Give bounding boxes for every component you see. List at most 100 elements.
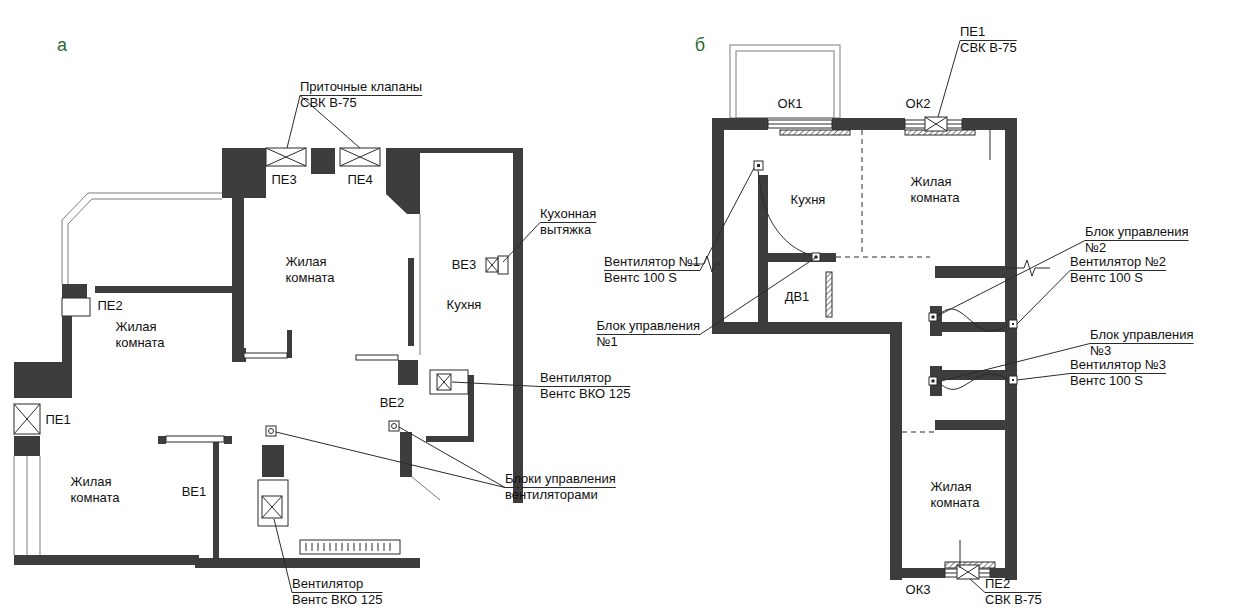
wall [62, 284, 87, 298]
label-line: Жилая [285, 254, 334, 270]
break-line [1005, 260, 1050, 276]
wall [195, 558, 420, 568]
label-line: б [695, 34, 705, 56]
callout-label: Блок управления №1 [596, 318, 700, 350]
balcony-line [27, 456, 28, 555]
label-line: СВК В-75 [960, 40, 1017, 56]
room-label: Жилая комната [285, 254, 334, 286]
label-line: ВЕ2 [380, 395, 405, 411]
wall [14, 362, 72, 398]
label-line: Кухня [791, 192, 826, 208]
wall [935, 370, 1005, 380]
room-label: Кухня [447, 297, 482, 313]
control-wire [758, 170, 816, 257]
leader-line [700, 258, 815, 335]
wall [400, 432, 412, 477]
fan-symbol-cross [262, 496, 282, 518]
fan-symbol [486, 258, 498, 272]
callout-label: Кухонная вытяжка [540, 206, 596, 238]
fan-symbol-cross [437, 374, 451, 390]
break-line [690, 130, 1050, 568]
room-divider [862, 130, 863, 253]
balcony-line [420, 214, 421, 355]
fan-symbol [754, 161, 763, 170]
leader-line [503, 223, 540, 263]
valve-symbol [340, 148, 380, 166]
control-unit [929, 313, 937, 321]
label-line: Жилая [115, 319, 164, 335]
wall-outline [244, 353, 287, 358]
label-line: Кухня [447, 297, 482, 313]
wall [232, 148, 244, 360]
label-line: №3 [1090, 343, 1194, 359]
sill-hatch [780, 130, 995, 568]
balcony-outline [736, 51, 834, 118]
callout-label: Блоки управления вентиляторами [505, 471, 616, 503]
label-line: ПЕ1 [960, 24, 1017, 40]
radiator-rib [306, 543, 307, 551]
fan-symbol-cross [262, 496, 282, 518]
radiator-rib [336, 543, 337, 551]
label-line: Жилая [70, 474, 119, 490]
label-line: Жилая [910, 174, 959, 190]
balcony-line [40, 456, 41, 555]
room-label: Жилая комната [930, 479, 979, 511]
label-line: ДВ1 [785, 289, 810, 305]
wall-outline [258, 480, 288, 526]
duct-tag: ВЕ3 [452, 257, 477, 273]
window-tag: ОК2 [906, 96, 931, 112]
wall [14, 555, 199, 565]
label-line: Блок управления [1090, 327, 1194, 343]
valve-tag: ПЕ4 [347, 172, 372, 188]
wall [890, 334, 902, 580]
balcony-outline [730, 45, 840, 118]
label-line: Вентс 100 S [604, 270, 700, 286]
wall-corner [386, 148, 420, 214]
label-line: ПЕ3 [271, 172, 296, 188]
room-label: Кухня [791, 192, 826, 208]
control-dot [814, 255, 935, 383]
window-frame [768, 120, 990, 577]
leader-line [452, 382, 540, 387]
label-line: Блоки управления [505, 471, 616, 487]
label-line: ОК3 [906, 582, 931, 598]
label-line: комната [910, 190, 959, 206]
callout-label: Вентилятор №2 Вентс 100 S [1070, 254, 1166, 286]
label-line: ПЕ4 [347, 172, 372, 188]
wall-outline [166, 436, 224, 442]
window-frame [768, 120, 832, 128]
wall [62, 316, 72, 364]
balcony-line [68, 199, 222, 284]
wall [758, 253, 836, 262]
door-tag: ДВ1 [785, 289, 810, 305]
wall [408, 258, 414, 346]
wall-outline [62, 256, 508, 554]
label-line: Блок управления [1085, 224, 1189, 240]
radiator-rib [390, 543, 391, 551]
wall-outline [62, 298, 90, 316]
radiator-rib [372, 543, 373, 551]
valve-symbol [14, 148, 380, 434]
fan-symbol [1009, 376, 1017, 384]
label-line: Вентс ВКО 125 [540, 386, 631, 402]
wall [224, 436, 232, 444]
label-line: Приточные клапаны [300, 79, 422, 95]
fan-symbol [437, 374, 451, 390]
window-glass [768, 124, 990, 573]
panel-letter: а [57, 34, 67, 56]
balcony-line [14, 193, 440, 555]
wall-outline [430, 370, 468, 394]
leader-line [937, 344, 1090, 383]
break-line [990, 130, 991, 160]
valve-symbol-cross [14, 404, 40, 434]
fan-symbol [262, 258, 498, 518]
label-line: Вентилятор №1 [604, 254, 700, 270]
control-dot [269, 429, 274, 434]
label-line: ПЕ2 [97, 298, 122, 314]
balcony-line [62, 193, 222, 284]
label-line: Вентс 100 S [1070, 270, 1166, 286]
wall [311, 148, 335, 174]
sill-hatch [780, 130, 850, 135]
wall-outline [356, 355, 398, 360]
radiator-rib [366, 543, 367, 551]
